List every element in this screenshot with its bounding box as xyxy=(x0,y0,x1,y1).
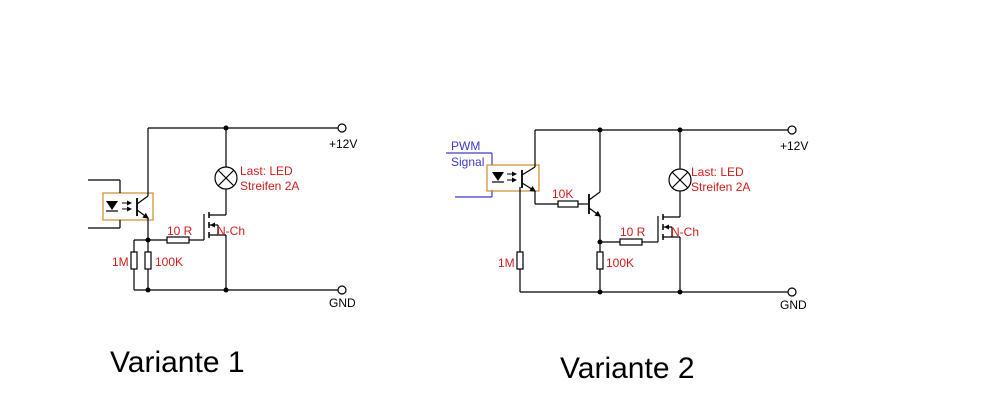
load-lamp xyxy=(214,166,238,190)
load-lamp xyxy=(668,168,692,192)
supply-terminal xyxy=(787,125,797,135)
gate-resistor-label: 10 R xyxy=(167,224,193,238)
mosfet-label: N-Ch xyxy=(217,224,245,238)
resistor-100k xyxy=(144,251,152,270)
load-label-line2: Streifen 2A xyxy=(691,180,750,194)
signal-label: Signal xyxy=(451,155,484,169)
resistor-100k xyxy=(596,251,604,270)
gate-resistor-label: 10 R xyxy=(620,225,646,239)
supply-label: +12V xyxy=(329,137,357,151)
resistor-10r xyxy=(619,238,643,246)
npn-transistor xyxy=(588,191,601,217)
optocoupler xyxy=(88,179,154,229)
ground-label: GND xyxy=(329,296,356,310)
pulldown-resistor-label: 100K xyxy=(155,255,183,269)
variant2-title: Variante 2 xyxy=(560,352,695,385)
ground-terminal xyxy=(337,285,347,295)
mosfet xyxy=(657,214,681,292)
resistor-1m xyxy=(516,251,524,270)
base-resistor-label: 10K xyxy=(552,187,573,201)
variant1-circuit: +12V GND Last: LED Streifen 2A N-Ch 10 R… xyxy=(88,123,357,379)
load-label-line1: Last: LED xyxy=(240,164,293,178)
variant1-title: Variante 1 xyxy=(110,346,245,379)
mosfet xyxy=(203,212,227,290)
ground-label: GND xyxy=(780,298,807,312)
pwm-label: PWM xyxy=(451,139,480,153)
mosfet-label: N-Ch xyxy=(671,225,699,239)
variant2-circuit: PWM Signal +12V GND Last: LED Streifen 2… xyxy=(446,125,808,385)
led-resistor-label: 1M xyxy=(112,255,129,269)
supply-terminal xyxy=(337,123,347,133)
load-label-line2: Streifen 2A xyxy=(240,179,299,193)
ground-terminal xyxy=(787,287,797,297)
led-resistor-label: 1M xyxy=(498,256,515,270)
pulldown-resistor-label: 100K xyxy=(606,256,634,270)
optocoupler xyxy=(486,164,540,192)
resistor-1m xyxy=(130,251,138,270)
resistor-10k xyxy=(557,200,579,208)
supply-label: +12V xyxy=(780,139,808,153)
load-label-line1: Last: LED xyxy=(691,165,744,179)
